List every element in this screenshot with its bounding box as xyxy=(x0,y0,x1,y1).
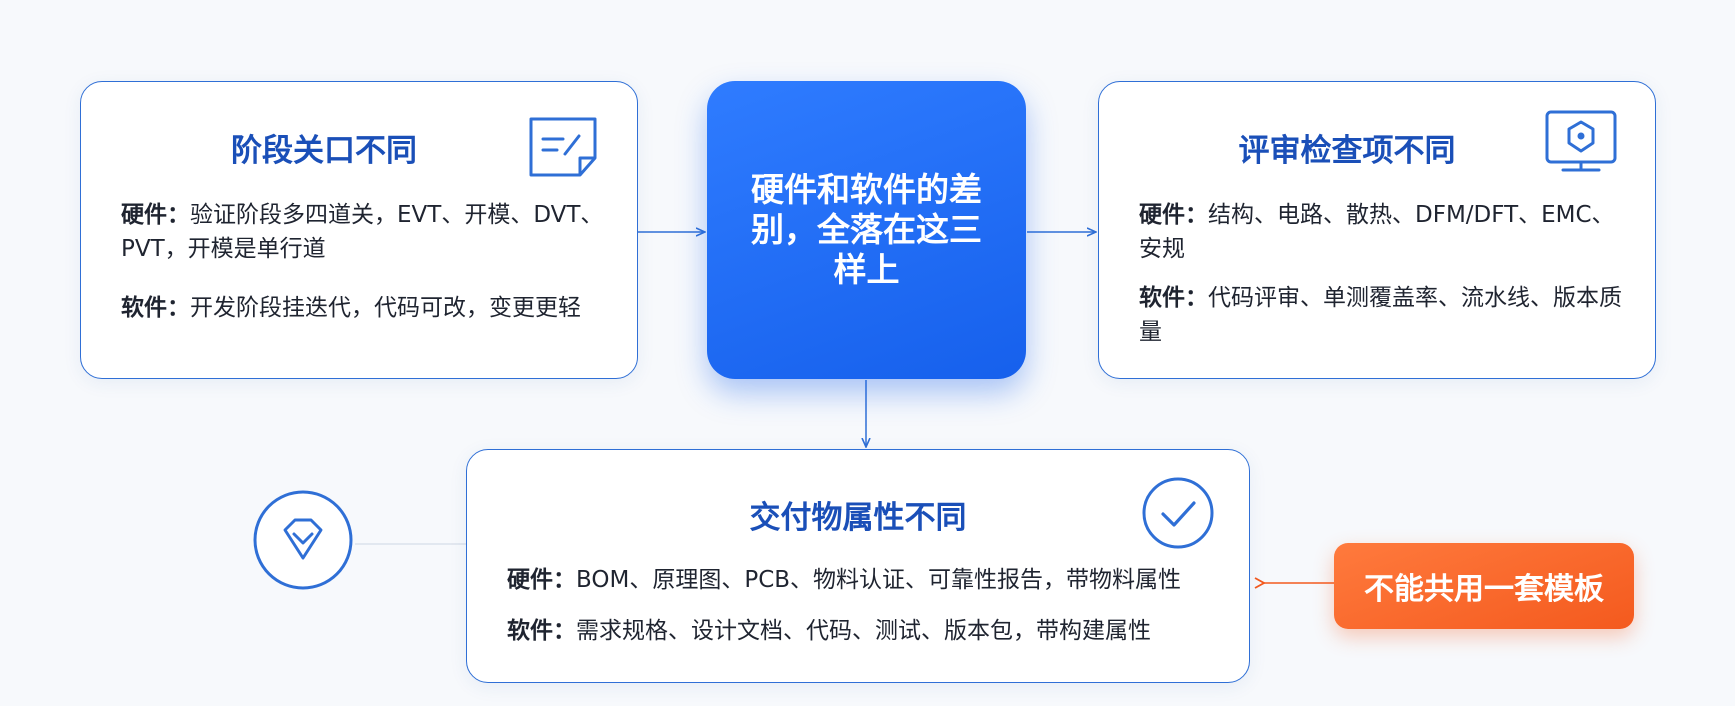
software-label: 软件： xyxy=(507,618,576,644)
software-label: 软件： xyxy=(1139,285,1208,311)
edit-note-icon xyxy=(525,114,601,180)
deliverable-card: 交付物属性不同 硬件：BOM、原理图、PCB、物料认证、可靠性报告，带物料属性 … xyxy=(466,449,1250,683)
stage-gate-title: 阶段关口不同 xyxy=(231,133,417,169)
hardware-label: 硬件： xyxy=(507,567,576,593)
deliverable-hardware-text: BOM、原理图、PCB、物料认证、可靠性报告，带物料属性 xyxy=(576,567,1182,593)
stage-hardware-row: 硬件：验证阶段多四道关，EVT、开模、DVT、PVT，开模是单行道 xyxy=(121,198,609,266)
deliverable-title: 交付物属性不同 xyxy=(749,500,967,536)
review-items-card: 评审检查项不同 硬件：结构、电路、散热、DFM/DFT、EMC、安规 软件：代码… xyxy=(1098,81,1656,379)
template-warning-badge: 不能共用一套模板 xyxy=(1334,543,1634,629)
center-summary-box: 硬件和软件的差别，全落在这三样上 xyxy=(707,81,1026,379)
stage-gate-card: 阶段关口不同 硬件：验证阶段多四道关，EVT、开模、DVT、PVT，开模是单行道… xyxy=(80,81,638,379)
monitor-shield-icon xyxy=(1543,108,1619,174)
deliverable-hardware-row: 硬件：BOM、原理图、PCB、物料认证、可靠性报告，带物料属性 xyxy=(507,563,1229,597)
template-warning-text: 不能共用一套模板 xyxy=(1364,572,1604,607)
software-label: 软件： xyxy=(121,295,190,321)
deliverable-software-text: 需求规格、设计文档、代码、测试、版本包，带构建属性 xyxy=(576,618,1151,644)
review-software-row: 软件：代码评审、单测覆盖率、流水线、版本质量 xyxy=(1139,281,1627,349)
stage-hardware-text: 验证阶段多四道关，EVT、开模、DVT、PVT，开模是单行道 xyxy=(121,202,604,262)
hardware-label: 硬件： xyxy=(121,202,190,228)
stage-software-row: 软件：开发阶段挂迭代，代码可改，变更更轻 xyxy=(121,291,609,325)
review-hardware-text: 结构、电路、散热、DFM/DFT、EMC、安规 xyxy=(1139,202,1615,262)
review-hardware-row: 硬件：结构、电路、散热、DFM/DFT、EMC、安规 xyxy=(1139,198,1627,266)
center-summary-text: 硬件和软件的差别，全落在这三样上 xyxy=(751,170,982,289)
deliverable-software-row: 软件：需求规格、设计文档、代码、测试、版本包，带构建属性 xyxy=(507,614,1229,648)
diamond-check-icon xyxy=(253,490,353,590)
review-items-title: 评审检查项不同 xyxy=(1238,133,1456,169)
review-software-text: 代码评审、单测覆盖率、流水线、版本质量 xyxy=(1139,285,1622,345)
stage-software-text: 开发阶段挂迭代，代码可改，变更更轻 xyxy=(190,295,581,321)
check-circle-icon xyxy=(1141,476,1215,550)
hardware-label: 硬件： xyxy=(1139,202,1208,228)
